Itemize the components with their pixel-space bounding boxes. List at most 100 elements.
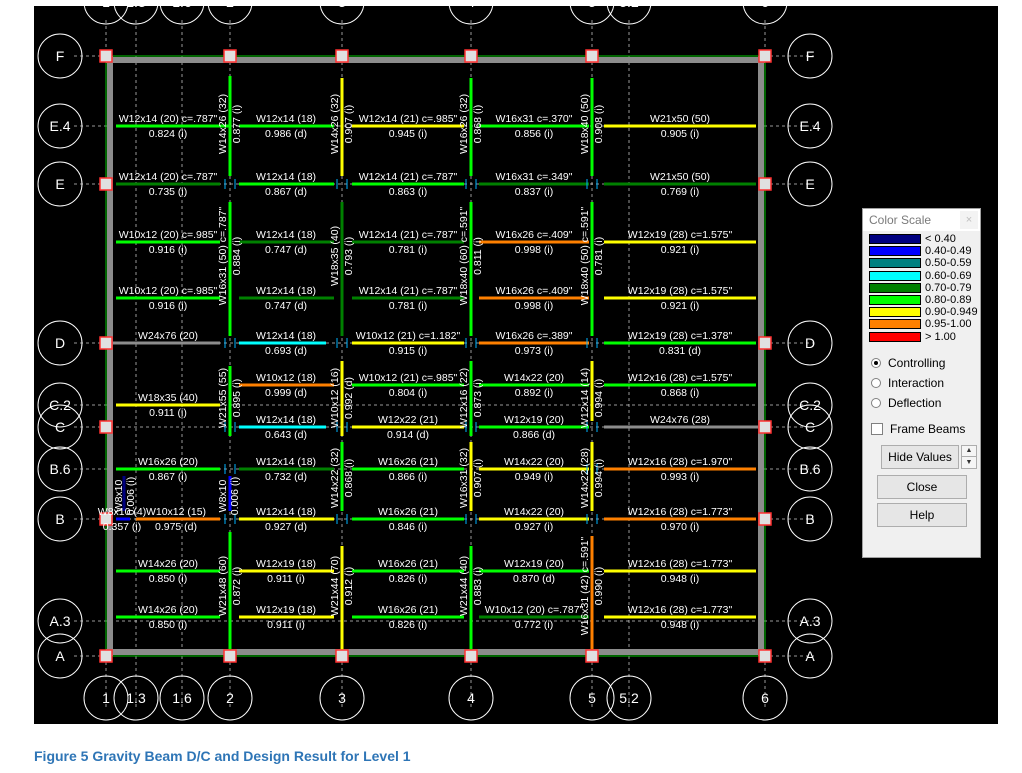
color-swatch bbox=[869, 270, 921, 281]
grid-bubble-bottom: 1 bbox=[102, 690, 110, 706]
frame-beams-box[interactable] bbox=[871, 422, 883, 435]
grid-bubble-bottom-circle bbox=[207, 675, 253, 721]
beam-section-label: W12x14 (18) bbox=[256, 285, 316, 297]
vertical-beam-ratio-label: 0.873 (i) bbox=[472, 379, 484, 418]
grid-bubble-bottom: 5 bbox=[588, 690, 596, 706]
beam-ratio-label: 0.826 (i) bbox=[389, 573, 428, 585]
color-swatch-label: 0.60-0.69 bbox=[925, 269, 972, 282]
grid-bubble-left: E bbox=[55, 176, 64, 192]
grid-bubble-bottom: 2 bbox=[226, 690, 234, 706]
grid-bubble-bottom: 6 bbox=[761, 690, 769, 706]
beam-ratio-label: 0.747 (d) bbox=[265, 300, 307, 312]
grid-bubble-right-circle bbox=[787, 598, 833, 644]
vertical-beam-ratio-label: 0.883 (i) bbox=[472, 567, 484, 606]
beam-section-label: W12x14 (18) bbox=[256, 171, 316, 183]
beam-section-label: W14x22 (20) bbox=[504, 456, 564, 468]
grid-bubble-top-circle bbox=[742, 6, 788, 25]
grid-bubble-top: 1.3 bbox=[126, 6, 146, 10]
color-swatch bbox=[869, 234, 921, 245]
hide-values-row: Hide Values ▲▼ bbox=[881, 444, 980, 469]
beam-section-label: W12x14 (21) c=.985" bbox=[359, 113, 458, 125]
beams bbox=[99, 49, 772, 663]
vertical-beam-ratio-label: 0.994 (i) bbox=[593, 379, 605, 418]
value-spinner[interactable]: ▲▼ bbox=[961, 444, 977, 469]
option-deflection[interactable]: Deflection bbox=[871, 393, 980, 413]
grid-bubble-left-circle bbox=[37, 598, 83, 644]
radio-interaction[interactable] bbox=[871, 377, 881, 388]
beam-section-label: W16x31 c=.370" bbox=[496, 113, 573, 125]
beam-ratio-label: 0.911 (i) bbox=[267, 573, 305, 585]
color-swatch bbox=[869, 331, 921, 342]
beam-ratio-label: 0.948 (i) bbox=[661, 573, 700, 585]
close-icon[interactable]: × bbox=[960, 211, 978, 229]
beam-section-label: W21x50 (50) bbox=[650, 113, 710, 125]
vertical-beam-section-label: W16x26 (32) bbox=[458, 94, 470, 154]
plan-viewport[interactable]: 11.31.623455.2611.31.623455.26FE.4EDC.2C… bbox=[34, 6, 998, 724]
beam-ratio-label: 0.868 (i) bbox=[661, 387, 700, 399]
beam-ratio-label: 0.867 (d) bbox=[265, 186, 307, 198]
grid-bubble-right-circle bbox=[787, 33, 833, 79]
vertical-beam-ratio-label: 0.868 (i) bbox=[343, 459, 355, 498]
grid-bubble-top-circle bbox=[569, 6, 615, 25]
beam-section-label: W16x26 c=.409" bbox=[496, 285, 573, 297]
help-button[interactable]: Help bbox=[877, 502, 967, 527]
beam-ratio-label: 0.916 (i) bbox=[149, 300, 188, 312]
beam-section-label: W16x26 c=.389" bbox=[496, 330, 573, 342]
grid-bubble-right-circle bbox=[787, 446, 833, 492]
column-marker bbox=[335, 49, 349, 63]
beam-ratio-label: 0.927 (d) bbox=[265, 521, 307, 533]
grid-bubble-top: 4 bbox=[467, 6, 475, 10]
color-swatch bbox=[869, 246, 921, 257]
beam-ratio-label: 0.949 (i) bbox=[515, 471, 554, 483]
vertical-beam-section-label: W18x40 (50) c=.591" bbox=[579, 206, 591, 305]
column-marker bbox=[758, 649, 772, 663]
spinner-down-icon[interactable]: ▼ bbox=[962, 456, 976, 468]
beam-labels: W12x14 (20) c=.787"0.824 (i)W12x14 (18)0… bbox=[98, 94, 733, 635]
vertical-beam-section-label: W10x12 (16) bbox=[329, 368, 341, 428]
hide-values-button[interactable]: Hide Values bbox=[881, 444, 959, 469]
beam-ratio-label: 0.846 (i) bbox=[389, 521, 428, 533]
grid-bubble-top-circle bbox=[448, 6, 494, 25]
display-mode-options: Controlling Interaction Deflection bbox=[871, 353, 980, 413]
beam-section-label: W12x16 (28) c=1.970" bbox=[628, 456, 733, 468]
plan-outline bbox=[105, 55, 766, 657]
column-marker bbox=[758, 177, 772, 191]
option-controlling[interactable]: Controlling bbox=[871, 353, 980, 373]
color-swatch bbox=[869, 319, 921, 330]
vertical-beam-ratio-label: 0.868 (i) bbox=[472, 105, 484, 144]
color-scale-title: Color Scale bbox=[869, 213, 932, 227]
grid-bubble-left: A.3 bbox=[49, 613, 70, 629]
column-marker bbox=[99, 512, 113, 526]
beam-ratio-label: 0.914 (d) bbox=[387, 429, 429, 441]
grid-bubble-bottom-circle bbox=[159, 675, 205, 721]
grid-bubble-left-circle bbox=[37, 496, 83, 542]
vertical-beam-section-label: W21x48 (60) bbox=[217, 556, 229, 616]
color-swatch-label: 0.95-1.00 bbox=[925, 318, 972, 331]
beam-ratio-label: 0.998 (i) bbox=[515, 300, 554, 312]
column-marker bbox=[464, 49, 478, 63]
beam-section-label: W12x16 (28) c=1.773" bbox=[628, 506, 733, 518]
frame-beams-checkbox[interactable]: Frame Beams bbox=[871, 419, 980, 439]
beam-section-label: W12x14 (18) bbox=[256, 414, 316, 426]
vertical-beam-ratio-label: 0.006 (i) bbox=[229, 477, 241, 516]
grid-bubble-top-circle bbox=[606, 6, 652, 25]
close-button[interactable]: Close bbox=[877, 474, 967, 499]
beam-ratio-label: 0.693 (d) bbox=[265, 345, 307, 357]
grid-bubble-right-circle bbox=[787, 103, 833, 149]
grid-bubble-top: 1.6 bbox=[172, 6, 192, 10]
option-interaction[interactable]: Interaction bbox=[871, 373, 980, 393]
vertical-beam-section-label: W8x10 bbox=[217, 480, 229, 513]
color-swatch-label: > 1.00 bbox=[925, 330, 956, 343]
column-marker bbox=[758, 420, 772, 434]
vertical-beam-ratio-label: 0.793 (i) bbox=[343, 237, 355, 276]
radio-deflection[interactable] bbox=[871, 397, 881, 408]
spinner-up-icon[interactable]: ▲ bbox=[965, 447, 973, 455]
radio-controlling[interactable] bbox=[871, 357, 881, 368]
beam-section-label: W12x14 (18) bbox=[256, 229, 316, 241]
beam-section-label: W10x12 (20) c=.787" bbox=[485, 604, 584, 616]
column-marker bbox=[335, 649, 349, 663]
beam-plan-canvas[interactable]: 11.31.623455.2611.31.623455.26FE.4EDC.2C… bbox=[34, 6, 998, 724]
grid-bubble-top: 2 bbox=[226, 6, 234, 10]
grid-bubble-left-circle bbox=[37, 103, 83, 149]
